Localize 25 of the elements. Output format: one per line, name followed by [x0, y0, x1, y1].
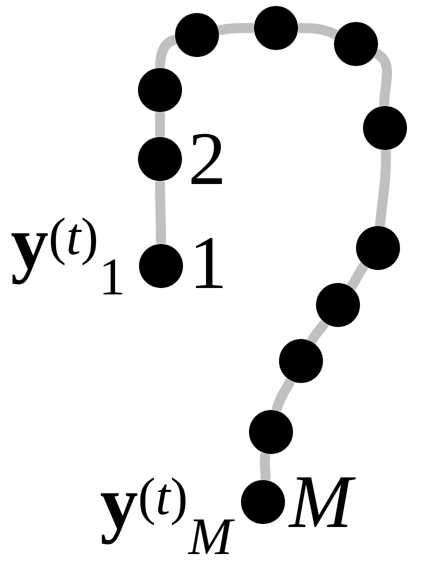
point-label: $\mathbf{y}^{(t)}{}_{M}$	[100, 477, 235, 554]
dot	[249, 410, 293, 454]
point-label: $M$	[288, 477, 356, 527]
connector-line	[374, 150, 391, 226]
connector-line	[155, 34, 177, 68]
dot	[363, 106, 407, 150]
connector-line	[260, 452, 271, 480]
dot	[334, 22, 378, 66]
point-label: $2$	[192, 134, 222, 184]
dot	[175, 13, 219, 57]
connector-line	[298, 23, 338, 40]
dot	[254, 6, 298, 50]
dot	[356, 226, 400, 270]
dot	[316, 283, 360, 327]
connector-line	[307, 320, 329, 344]
dot	[138, 68, 182, 112]
connector-line	[155, 181, 166, 244]
connector-line	[155, 112, 165, 137]
connector-line	[272, 378, 295, 412]
point-label: $\mathbf{y}^{(t)}{}_{1}$	[11, 217, 122, 294]
dot	[279, 339, 323, 383]
connector-line	[218, 22, 254, 36]
connector-line	[346, 262, 368, 290]
point-label: $1$	[196, 238, 222, 288]
connector-line	[374, 49, 392, 106]
